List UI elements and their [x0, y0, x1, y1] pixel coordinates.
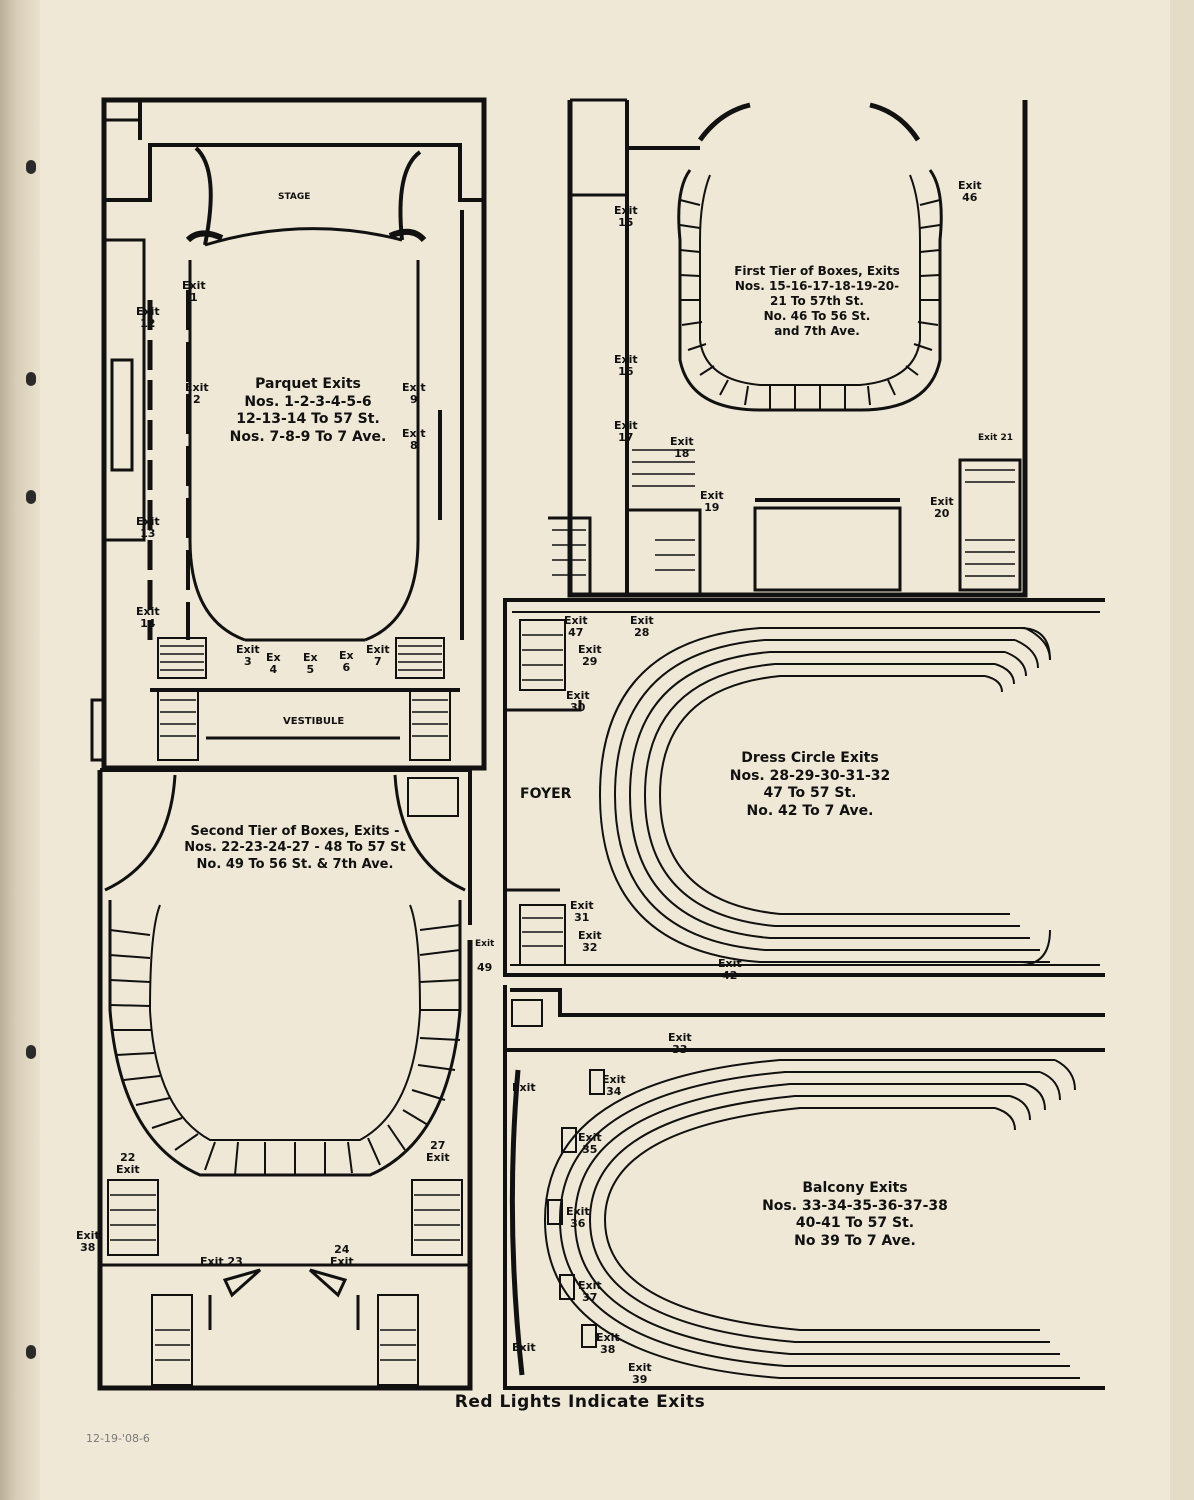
first-tier-exits-title: First Tier of Boxes, Exits Nos. 15-16-17… — [734, 264, 900, 338]
exit-marker: Exit 13 — [136, 515, 160, 540]
dress-circle-exits-title: Dress Circle Exits Nos. 28-29-30-31-32 4… — [729, 750, 891, 819]
exit-marker: Ex 5 — [303, 651, 318, 676]
binding-hole — [26, 372, 36, 386]
exit-marker: Ex 6 — [339, 649, 354, 674]
exit-marker: Exit 14 — [136, 605, 160, 630]
exit-marker: Ex 4 — [266, 651, 281, 676]
exit-marker: Exit 37 — [578, 1279, 602, 1304]
second-tier-exits-title: Second Tier of Boxes, Exits - Nos. 22-23… — [184, 824, 406, 872]
exit-marker: Exit 18 — [670, 435, 694, 460]
exit-marker: Exit 3 — [236, 643, 260, 668]
exit-marker: Exit 38 — [76, 1229, 100, 1254]
exit-marker: Exit 19 — [700, 489, 724, 514]
exit-marker: Exit — [475, 939, 495, 949]
exit-marker: Exit 21 — [978, 433, 1013, 443]
exit-marker: 24 Exit — [330, 1243, 354, 1268]
binding-hole — [26, 490, 36, 504]
exit-marker: Exit 31 — [570, 899, 594, 924]
exit-marker: Exit 39 — [628, 1361, 652, 1386]
exit-marker: Exit 9 — [402, 381, 426, 406]
exit-marker: Exit 15 — [614, 204, 638, 229]
exit-marker: Exit 35 — [578, 1131, 602, 1156]
exit-marker: Exit 2 — [185, 381, 209, 406]
second-tier-plan — [97, 768, 473, 1391]
exit-marker: 27 Exit — [426, 1139, 450, 1164]
parquet-exits-title: Parquet Exits Nos. 1-2-3-4-5-6 12-13-14 … — [229, 376, 387, 445]
exit-marker: Exit 47 — [564, 614, 588, 639]
exit-marker: Exit 32 — [578, 929, 602, 954]
pencil-annotation: 12-19-'08-6 — [86, 1432, 150, 1445]
vestibule-label: VESTIBULE — [283, 716, 345, 727]
balcony-exits-title: Balcony Exits Nos. 33-34-35-36-37-38 40-… — [762, 1180, 948, 1249]
exit-marker: Exit 38 — [596, 1331, 620, 1356]
exit-marker: Exit 42 — [718, 957, 742, 982]
exit-marker: Exit 28 — [630, 614, 654, 639]
binding-edge — [0, 0, 40, 1500]
exit-marker: Exit 1 — [182, 279, 206, 304]
exit-marker: Exit 23 — [200, 1255, 243, 1268]
parquet-plan — [90, 97, 487, 771]
exit-marker: Exit 16 — [614, 353, 638, 378]
exit-marker: Exit 17 — [614, 419, 638, 444]
first-tier-plan — [548, 98, 1028, 598]
balcony-plan — [503, 985, 1105, 1390]
exit-marker: Exit 46 — [958, 179, 982, 204]
page-edge — [1170, 0, 1194, 1500]
caption: Red Lights Indicate Exits — [454, 1392, 706, 1412]
exit-marker: Exit 12 — [136, 305, 160, 330]
binding-hole — [26, 1045, 36, 1059]
exit-marker: Exit 8 — [402, 427, 426, 452]
binding-hole — [26, 1345, 36, 1359]
binding-hole — [26, 160, 36, 174]
exit-marker: Exit — [512, 1081, 536, 1094]
exit-marker: 49 — [477, 961, 493, 974]
exit-marker: Exit 30 — [566, 689, 590, 714]
exit-marker: Exit 34 — [602, 1073, 626, 1098]
exit-marker: 22 Exit — [116, 1151, 140, 1176]
exit-marker: Exit 7 — [366, 643, 390, 668]
exit-marker: Exit 33 — [668, 1031, 692, 1056]
stage-label: STAGE — [278, 192, 311, 202]
exit-marker: Exit 29 — [578, 643, 602, 668]
exit-marker: Exit 36 — [566, 1205, 590, 1230]
exit-marker: Exit — [512, 1341, 536, 1354]
dress-circle-plan — [503, 598, 1105, 977]
foyer-label: FOYER — [520, 786, 572, 802]
exit-marker: Exit 20 — [930, 495, 954, 520]
